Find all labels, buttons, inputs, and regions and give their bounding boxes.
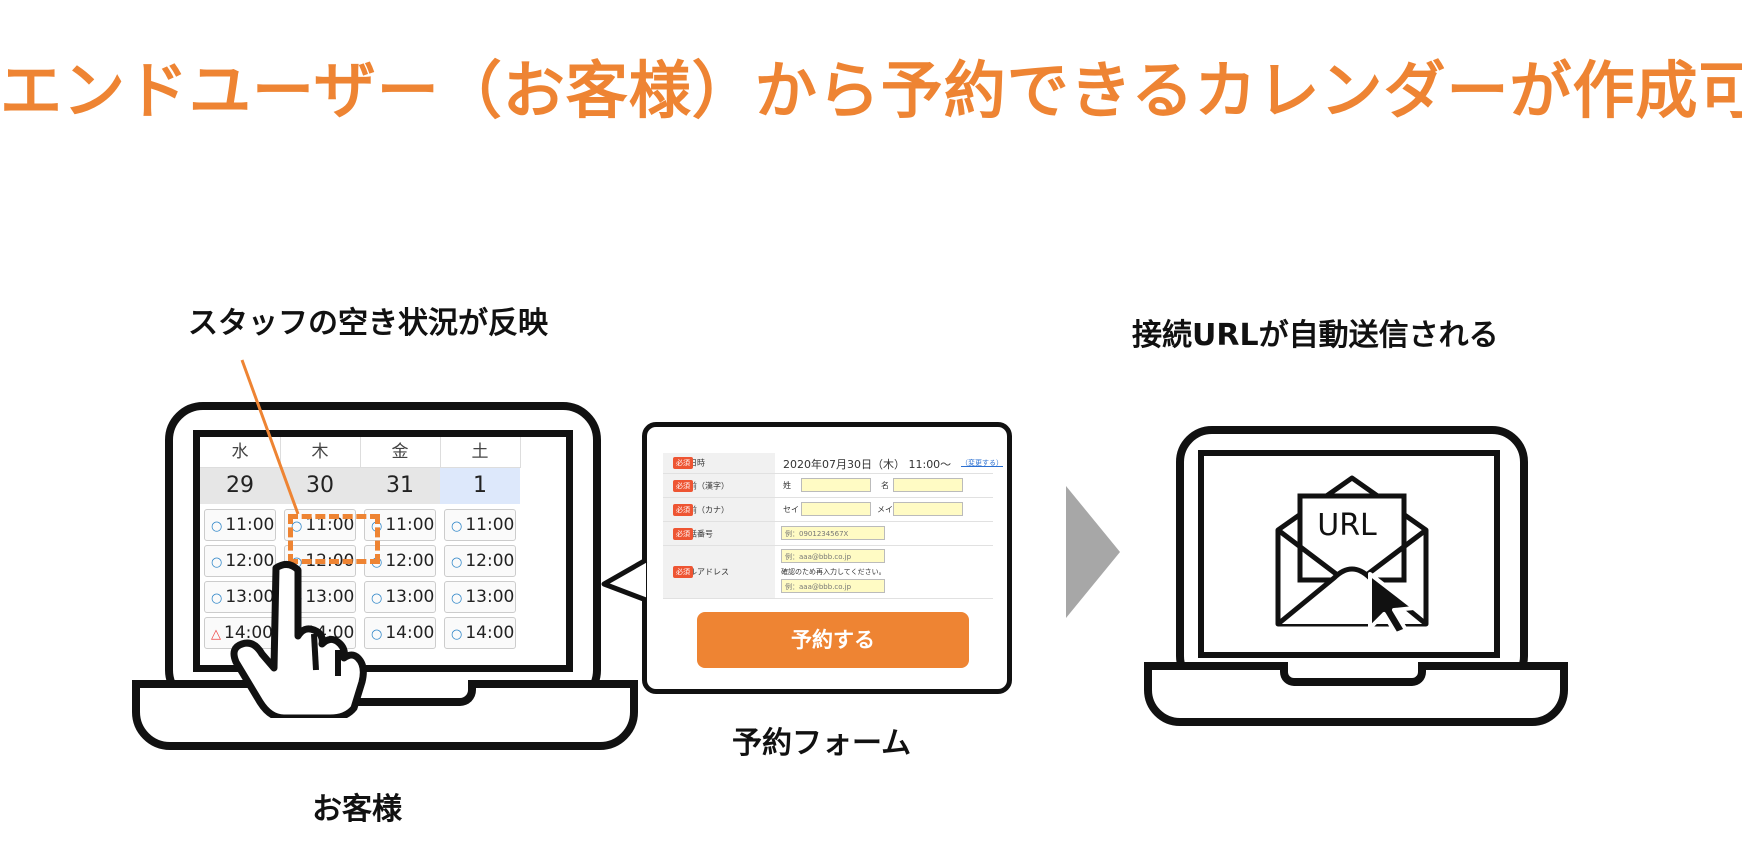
limited-availability-icon: △ — [211, 627, 221, 642]
form-row-phone: お電話番号必須 例：0901234567X — [663, 522, 993, 546]
selected-slot-highlight — [288, 514, 380, 564]
available-icon: ○ — [211, 555, 223, 570]
required-badge: 必須 — [673, 503, 693, 516]
time-slot-label: 13:00 — [385, 587, 435, 607]
page-title: エンドユーザー（お客様）から予約できるカレンダーが作成可能 — [0, 54, 1742, 127]
time-slot-label: 11:00 — [385, 515, 435, 535]
phone-label: お電話番号 — [673, 529, 713, 538]
calendar-column-sat: 土 1 ○11:00 ○12:00 ○13:00 ○14:00 — [440, 437, 521, 665]
time-slot[interactable]: ○14:00 — [444, 617, 516, 649]
name-kanji-label: お名前（漢字） — [673, 481, 729, 490]
sei-kana-input[interactable] — [801, 502, 871, 516]
time-slot-label: 11:00 — [465, 515, 515, 535]
mei-input[interactable] — [893, 478, 963, 492]
time-slot-label: 14:00 — [465, 623, 515, 643]
email-input[interactable]: 例：aaa@bbb.co.jp — [781, 549, 885, 563]
available-icon: ○ — [211, 519, 223, 534]
required-badge: 必須 — [673, 566, 693, 578]
calendar-column-wed: 水 29 ○11:00 ○12:00 ○13:00 △14:00 — [200, 437, 281, 665]
time-slot-label: 13:00 — [305, 587, 355, 607]
time-slot[interactable]: ○13:00 — [204, 581, 276, 613]
calendar-day-label: 水 — [200, 437, 281, 468]
calendar-day-label: 木 — [280, 437, 361, 468]
time-slot[interactable]: ○11:00 — [444, 509, 516, 541]
time-slot[interactable]: △14:00 — [204, 617, 276, 649]
available-icon: ○ — [371, 591, 383, 606]
calendar-date: 1 — [440, 468, 521, 504]
form-row-name-kanji: お名前（漢字）必須 姓 名 — [663, 474, 993, 498]
change-datetime-link[interactable]: （変更する） — [961, 459, 1003, 467]
url-laptop-notch — [1280, 662, 1426, 686]
cursor-arrow-icon — [1368, 572, 1416, 636]
name-kana-label: お名前（カナ） — [673, 505, 729, 514]
time-slot-label: 12:00 — [465, 551, 515, 571]
required-badge: 必須 — [673, 527, 693, 540]
calendar-day-label: 金 — [360, 437, 441, 468]
sei-input[interactable] — [801, 478, 871, 492]
email-confirm-note: 確認のため再入力してください。 — [781, 568, 886, 576]
time-slot[interactable]: ○13:00 — [444, 581, 516, 613]
form-row-datetime: 予約日時必須 2020年07月30日（木） 11:00～ （変更する） — [663, 453, 1003, 474]
customer-caption: お客様 — [312, 792, 402, 827]
time-slot-label: 14:00 — [224, 623, 273, 643]
time-slot-label: 12:00 — [385, 551, 435, 571]
time-slot-label: 12:00 — [225, 551, 275, 571]
url-auto-send-caption: 接続URLが自動送信される — [1132, 318, 1499, 353]
datetime-value: 2020年07月30日（木） 11:00～ — [783, 458, 952, 471]
required-badge: 必須 — [673, 457, 693, 469]
sei-label: 姓 — [783, 481, 791, 490]
sei-kana-label: セイ — [783, 505, 799, 514]
time-slot[interactable]: ○12:00 — [444, 545, 516, 577]
form-row-name-kana: お名前（カナ）必須 セイ メイ — [663, 498, 993, 522]
time-slot-label: 14:00 — [385, 623, 435, 643]
time-slot-label: 11:00 — [305, 515, 355, 535]
time-slot-label: 13:00 — [225, 587, 275, 607]
mei-kana-input[interactable] — [893, 502, 963, 516]
email-confirm-input[interactable]: 例：aaa@bbb.co.jp — [781, 579, 885, 593]
time-slot-label: 11:00 — [225, 515, 275, 535]
available-icon: ○ — [291, 519, 303, 534]
hand-pointer-icon — [230, 561, 367, 718]
email-label: メールアドレス — [673, 567, 729, 577]
time-slot[interactable]: ○11:00 — [204, 509, 276, 541]
phone-input[interactable]: 例：0901234567X — [781, 526, 885, 540]
available-icon: ○ — [451, 591, 463, 606]
time-slot-label: 13:00 — [465, 587, 515, 607]
calendar-date: 29 — [200, 468, 281, 504]
reservation-form-caption: 予約フォーム — [732, 726, 912, 761]
required-badge: 必須 — [673, 479, 693, 492]
reserve-button[interactable]: 予約する — [697, 612, 969, 668]
time-slot[interactable]: ○13:00 — [364, 581, 436, 613]
envelope-url-label: URL — [1317, 508, 1377, 543]
time-slot[interactable]: ○14:00 — [364, 617, 436, 649]
form-row-email: メールアドレス必須 例：aaa@bbb.co.jp 確認のため再入力してください… — [663, 546, 993, 599]
next-arrow-icon — [1066, 486, 1120, 618]
speech-balloon-tail — [601, 557, 648, 602]
mei-kana-label: メイ — [877, 505, 893, 514]
available-icon: ○ — [451, 555, 463, 570]
mei-label: 名 — [881, 481, 889, 490]
available-icon: ○ — [371, 627, 383, 642]
time-slot[interactable]: ○12:00 — [204, 545, 276, 577]
available-icon: ○ — [451, 519, 463, 534]
available-icon: ○ — [211, 591, 223, 606]
staff-availability-caption: スタッフの空き状況が反映 — [188, 306, 548, 341]
calendar-date: 31 — [360, 468, 441, 504]
calendar-day-label: 土 — [440, 437, 521, 468]
available-icon: ○ — [451, 627, 463, 642]
